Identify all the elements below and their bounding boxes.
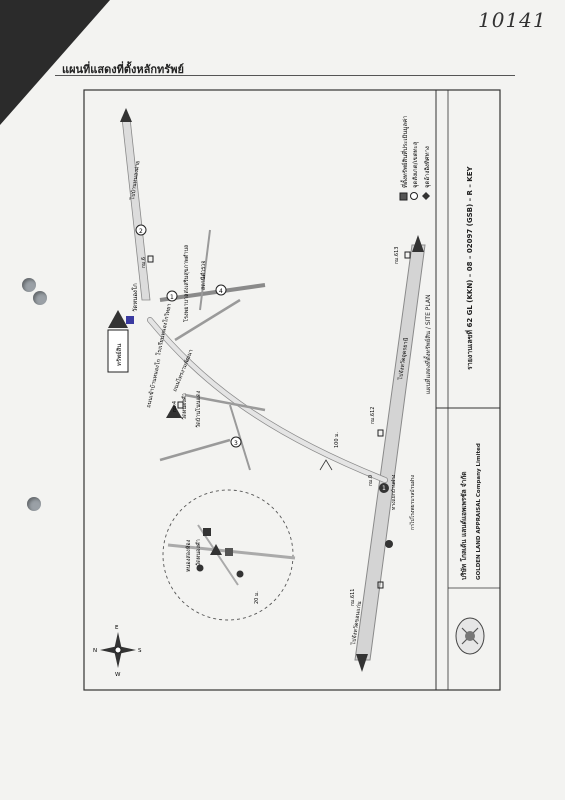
turn-label: ทางแยกบ้านฝาง [390, 474, 397, 510]
circled-number-4-text: 4 [219, 288, 223, 295]
circled-number-1 [379, 483, 389, 493]
village-road-3 [184, 393, 266, 412]
village-road-6 [199, 229, 211, 311]
inset-label-temple: วัดหนองคำ [195, 539, 202, 566]
distance-label-100m: 100 ม. [334, 432, 340, 448]
village-road-5 [229, 404, 251, 471]
header-rule [55, 75, 515, 76]
compass-rose-icon [100, 632, 136, 668]
company-thai: บริษัท โกลเด้น แลนด์แอพเพรซัล จำกัด [459, 472, 468, 581]
circled-number-1b [166, 290, 178, 302]
circled-number-3 [230, 436, 242, 448]
company-logo-icon [455, 617, 485, 655]
circled-number-2 [135, 224, 147, 236]
circled-number-4 [215, 284, 227, 296]
police-label: สถานีตำรวจ [200, 261, 207, 290]
circle-icon [410, 192, 418, 200]
binder-hole-bottom [27, 497, 41, 511]
km-marker-icon-4 [377, 429, 384, 437]
village-road-2 [174, 298, 241, 342]
report-number: รายงานเลขที่ 62 GL (KKN) – 08 – 02097 (G… [464, 165, 474, 370]
km-marker-label-4: กม.4 [172, 401, 178, 412]
legend-label-3: จุดอ้างอิงทิศทาง [424, 146, 431, 188]
km-marker-icon-2 [177, 401, 184, 409]
km-marker-icon-1 [147, 255, 154, 263]
compass-n: N [93, 648, 97, 654]
compass-w: W [115, 672, 121, 678]
temple-2-icon [166, 404, 182, 418]
square-hatched-icon [399, 192, 408, 201]
temple-main-label: วัดหนองโก [131, 283, 139, 312]
km-marker-icon-3 [404, 251, 411, 259]
page-heading: แผนที่แสดงที่ตั้งหลักทรัพย์ [62, 63, 184, 76]
village-road-1 [159, 283, 266, 302]
km-marker-label-6: กม.6 [141, 257, 147, 268]
circled-number-1b-text: 1 [170, 294, 174, 301]
inset-point-icon [196, 564, 204, 572]
legend-label-2: จุดสังเกต/เขตทะลุ [412, 141, 419, 188]
plan-title: แผนที่แสดงที่ตั้งทรัพย์สิน / SITE PLAN [422, 295, 432, 394]
km-marker-label-612: กม.612 [370, 407, 376, 424]
reference-diamond-icon [385, 540, 393, 548]
binder-hole-top-1 [22, 278, 36, 292]
diamond-icon [422, 192, 430, 200]
inset-label-top: หนองสองห้อง [185, 539, 192, 572]
temple-3-label: วัดบ้านโนนแดง [194, 390, 202, 428]
temple-2-label: วัดหนองคำ [181, 393, 188, 420]
road-north [121, 117, 151, 301]
scan-corner-shadow [0, 0, 110, 125]
road-village-label: ถนนเข้าบ้านหนองโก [144, 358, 162, 408]
arrow-down-icon [356, 654, 368, 672]
legend-label-1: ที่ตั้งทรัพย์สินที่ประเมินมูลค่า [399, 115, 409, 188]
km-marker-icon-5 [377, 581, 384, 589]
page-number: 10141 [478, 8, 547, 32]
compass-e: E [115, 625, 119, 631]
company-english: GOLDEN LAND APPRAISAL Company Limited [476, 443, 482, 580]
site-label-box [107, 329, 129, 373]
highway-band [354, 244, 426, 661]
km-marker-label-611: กม.611 [350, 589, 356, 606]
circled-number-2-text: 2 [139, 228, 143, 235]
circled-number-3-text: 3 [234, 440, 238, 447]
hospital-label: โรงพยาบาลส่งเสริมสุขภาพตำบล [182, 245, 190, 322]
inset-site-icon [203, 528, 211, 536]
circled-number-1-text: 1 [382, 485, 386, 492]
compass-s: S [138, 648, 142, 654]
temple-icon [108, 310, 134, 328]
highway [354, 235, 426, 672]
inset-point-icon-2 [236, 570, 244, 578]
inset-distance: 20 ม. [254, 591, 260, 604]
site-label: ทรัพย์สิน [115, 344, 123, 366]
road-connector-fill [147, 317, 388, 483]
village-road-4 [159, 438, 231, 462]
inset-site-icon-2 [225, 548, 233, 556]
km-marker-label-613: กม.613 [394, 247, 400, 264]
arrow-up-icon [412, 235, 424, 252]
binder-hole-top-2 [33, 291, 47, 305]
road-break-icon [319, 459, 333, 471]
legend: ที่ตั้งทรัพย์สินที่ประเมินมูลค่า จุดสังเ… [399, 115, 431, 201]
inset-temple-icon [210, 544, 222, 555]
map-frame [83, 89, 501, 691]
to-market-label: กาไปโรงพยาบาลบ้านฝาง [409, 474, 416, 530]
km-marker-label-0: กม.0 [368, 475, 374, 486]
inset-circle [162, 489, 294, 621]
arrow-north-icon [120, 108, 132, 122]
